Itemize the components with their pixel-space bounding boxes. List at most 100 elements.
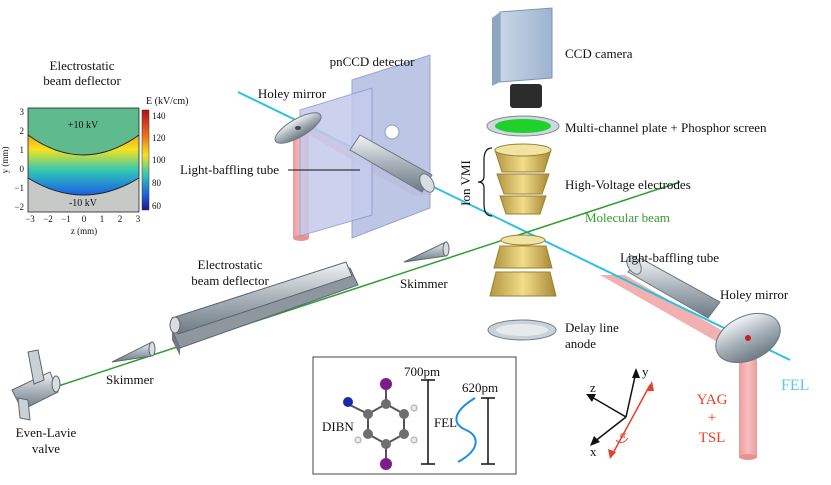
fel-beam-label: FEL xyxy=(781,377,809,394)
lower-electrodes xyxy=(489,234,557,297)
coordinate-axes: y z x α xyxy=(586,364,654,459)
electrostatic-deflector: Electrostatic beam deflector xyxy=(169,257,359,356)
y-axis-head xyxy=(632,368,640,378)
phosphor-screen xyxy=(495,119,551,133)
valve-fin-bottom xyxy=(17,397,31,421)
pnccd-label: pnCCD detector xyxy=(330,54,416,69)
fel-wave xyxy=(455,397,477,463)
delay-line-label-1: Delay line xyxy=(565,320,619,335)
baffle-tube-left-end xyxy=(419,173,435,193)
y-tick: 2 xyxy=(20,126,25,136)
y-axis-label: y xyxy=(642,364,649,379)
top-electrode-edge xyxy=(27,134,140,156)
pnccd-detector: pnCCD detector xyxy=(299,54,431,239)
skimmer-top-rim xyxy=(442,241,450,257)
yag-label: YAG xyxy=(697,392,728,408)
y-axis-arrow xyxy=(625,371,637,418)
light-baffling-right-label: Light-baffling tube xyxy=(620,250,719,265)
colorbar-tick: 100 xyxy=(152,155,166,165)
colorbar-ticks: 140 120 100 80 60 xyxy=(152,111,166,211)
light-baffling-left-label: Light-baffling tube xyxy=(180,162,279,177)
iodine-atom-bottom xyxy=(380,458,392,470)
field-map-frame xyxy=(27,107,140,213)
molecule-inset-frame xyxy=(312,356,517,475)
baffle-tube-left-body xyxy=(349,134,433,193)
inset-y-axis-label: y (mm) xyxy=(0,147,10,174)
dibn-label: DIBN xyxy=(322,419,354,434)
inset-title-line2: beam deflector xyxy=(43,73,121,88)
polarization-arrow xyxy=(611,384,651,456)
colorbar-tick: 140 xyxy=(152,111,166,121)
ion-vmi-brace xyxy=(477,147,493,217)
dibn-molecule xyxy=(343,378,418,470)
hydrogen-atom xyxy=(410,404,418,412)
polarization-head-bottom xyxy=(608,449,616,459)
deflector-base-front xyxy=(172,330,180,356)
ccd-camera-lens xyxy=(510,84,542,108)
delay-line-inner xyxy=(496,324,548,336)
ccd-camera-body xyxy=(499,7,553,83)
skimmer-bottom-cone xyxy=(111,341,153,363)
holey-mirror-right-hole xyxy=(745,335,751,341)
mcp-label: Multi-channel plate + Phosphor screen xyxy=(565,120,767,135)
ion-vmi-label: Ion VMI xyxy=(458,160,473,206)
size-620-label: 620pm xyxy=(462,380,498,395)
carbon-atom xyxy=(363,409,373,419)
ccd-camera-label: CCD camera xyxy=(565,46,633,61)
inset-y-ticks: 3 2 1 0 −1 −2 xyxy=(14,107,24,212)
holey-mirror-right-label: Holey mirror xyxy=(720,287,789,302)
x-axis-arrow xyxy=(593,416,627,443)
valve-label-2: valve xyxy=(32,441,60,456)
yag-tsl-label: YAG + TSL xyxy=(697,392,728,446)
hydrogen-atom xyxy=(410,436,418,444)
pnccd-panel-front xyxy=(299,87,373,237)
carbon-atom xyxy=(399,429,409,439)
x-axis-label: x xyxy=(590,444,597,459)
y-tick: −1 xyxy=(14,183,24,193)
molecule-inset: DIBN 700pm FEL 620pm xyxy=(312,356,517,475)
skimmer-top: Skimmer xyxy=(400,241,450,291)
laser-beam-left-end xyxy=(293,235,309,241)
holey-mirror-left-label: Holey mirror xyxy=(258,86,327,101)
x-tick: 0 xyxy=(82,214,87,224)
bottom-voltage-label: -10 kV xyxy=(69,198,98,209)
skimmer-bottom: Skimmer xyxy=(106,341,156,387)
field-map-inset: Electrostatic beam deflector +10 kV -10 … xyxy=(0,58,189,236)
deflector-label-2: beam deflector xyxy=(191,273,269,288)
x-tick: 3 xyxy=(136,214,141,224)
size-700-label: 700pm xyxy=(404,364,440,379)
valve-nozzle xyxy=(51,375,61,393)
x-tick: −1 xyxy=(61,214,71,224)
inset-title-line1: Electrostatic xyxy=(50,58,115,73)
carbon-atom xyxy=(381,399,391,409)
skimmer-top-cone xyxy=(403,241,447,263)
pnccd-hole xyxy=(384,124,400,140)
y-tick: 3 xyxy=(20,107,25,117)
skimmer-bottom-label: Skimmer xyxy=(106,372,154,387)
z-axis-head xyxy=(586,394,596,402)
y-tick: −2 xyxy=(14,202,24,212)
even-lavie-valve: Even-Lavie valve xyxy=(11,349,77,456)
lower-electrode-cone-2 xyxy=(489,271,557,297)
colorbar-tick: 120 xyxy=(152,133,166,143)
inset-x-axis-label: z (mm) xyxy=(71,226,97,236)
tsl-label: TSL xyxy=(699,430,726,446)
electrode-cone-3 xyxy=(499,195,547,215)
delay-line-label-2: anode xyxy=(565,336,596,351)
lower-electrode-top xyxy=(500,234,546,246)
alpha-arc xyxy=(615,437,629,444)
delay-line-anode: Delay line anode xyxy=(487,319,619,351)
laser-beam-right-end xyxy=(739,454,757,460)
electrode-cone-1-top xyxy=(494,143,552,157)
deflector-label-1: Electrostatic xyxy=(198,257,263,272)
alpha-label: α xyxy=(620,429,626,441)
ccd-camera: CCD camera xyxy=(492,7,633,108)
carbon-atom xyxy=(381,439,391,449)
colorbar-tick: 60 xyxy=(152,201,162,211)
hydrogen-atom xyxy=(354,436,362,444)
light-baffling-tube-right: Light-baffling tube xyxy=(620,250,721,319)
valve-label-1: Even-Lavie xyxy=(16,425,77,440)
iodine-atom-top xyxy=(380,378,392,390)
